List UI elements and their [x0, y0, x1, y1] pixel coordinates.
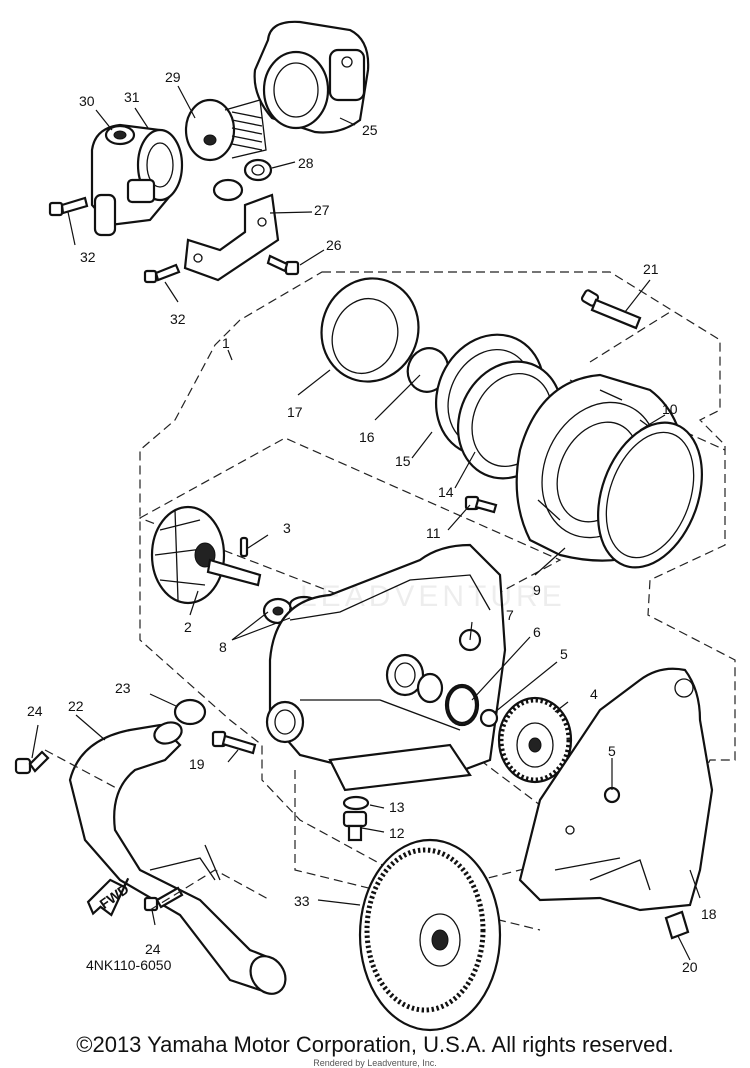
thermostat-cover [253, 20, 370, 134]
drain-plug-12 [342, 810, 368, 842]
callout-14: 14 [438, 484, 454, 500]
callout-8: 8 [219, 639, 227, 655]
o-ring-28 [243, 158, 273, 182]
bolt-24-left [14, 750, 50, 775]
bolt-32-upper [48, 196, 89, 217]
callout-23: 23 [115, 680, 131, 696]
callout-17: 17 [287, 404, 303, 420]
callout-30: 30 [79, 93, 95, 109]
callout-1: 1 [222, 335, 230, 351]
copyright-notice: ©2013 Yamaha Motor Corporation, U.S.A. A… [76, 1032, 674, 1057]
impeller-2 [150, 505, 262, 605]
callout-6: 6 [533, 624, 541, 640]
callout-20: 20 [682, 959, 698, 975]
callout-labels: 1 2 3 4 5 5 6 7 8 9 10 11 12 13 14 15 16… [27, 69, 717, 975]
callout-11: 11 [426, 525, 441, 541]
callout-24-bottom: 24 [145, 941, 161, 957]
bracket [183, 193, 280, 282]
callout-3: 3 [283, 520, 291, 536]
callout-13: 13 [389, 799, 405, 815]
callout-15: 15 [395, 453, 411, 469]
callout-32-upper: 32 [80, 249, 96, 265]
callout-33: 33 [294, 893, 310, 909]
cover-18 [518, 667, 714, 912]
callout-28: 28 [298, 155, 314, 171]
callout-4: 4 [590, 686, 598, 702]
callout-29: 29 [165, 69, 181, 85]
thermostat [184, 98, 267, 162]
callout-22: 22 [68, 698, 84, 714]
callout-25: 25 [362, 122, 378, 138]
bolt-26 [266, 254, 300, 276]
o-ring-23 [173, 698, 207, 726]
callout-9: 9 [533, 582, 541, 598]
callout-12: 12 [389, 825, 405, 841]
callout-27: 27 [314, 202, 330, 218]
thermostat-housing-inlet [90, 123, 184, 237]
rendered-by-notice: Rendered by Leadventure, Inc. [313, 1058, 437, 1068]
bolt-11 [464, 495, 498, 514]
callout-7: 7 [506, 607, 514, 623]
diagram-code: 4NK110-6050 [86, 957, 172, 973]
pin-3 [239, 536, 249, 558]
bolt-32-lower [143, 263, 181, 284]
bolt-19 [211, 730, 257, 755]
watermark: LEADVENTURE [300, 580, 566, 613]
pipe-hidden-lines [44, 749, 271, 911]
gasket-27-small [212, 178, 244, 202]
gasket-10 [597, 421, 703, 569]
callout-32-lower: 32 [170, 311, 186, 327]
bolt-21 [580, 289, 642, 330]
washer-5-upper [479, 708, 499, 728]
callout-18: 18 [701, 906, 717, 922]
callout-26: 26 [326, 237, 342, 253]
callout-10: 10 [662, 401, 678, 417]
seal-17 [320, 277, 420, 383]
callout-21: 21 [643, 261, 659, 277]
gear-33 [358, 838, 502, 1032]
callout-24-left: 24 [27, 703, 43, 719]
seal-6 [446, 685, 478, 725]
washer-13 [342, 795, 370, 811]
plug-20 [664, 910, 690, 940]
callout-5-lower: 5 [608, 743, 616, 759]
callout-31: 31 [124, 89, 140, 105]
callout-16: 16 [359, 429, 375, 445]
fwd-arrow-icon: FWD [86, 877, 132, 917]
callout-5-upper: 5 [560, 646, 568, 662]
pipe-22 [68, 721, 287, 995]
gear-4 [497, 696, 573, 784]
callout-19: 19 [189, 756, 205, 772]
callout-2: 2 [184, 619, 192, 635]
leader-lines [31, 85, 701, 961]
